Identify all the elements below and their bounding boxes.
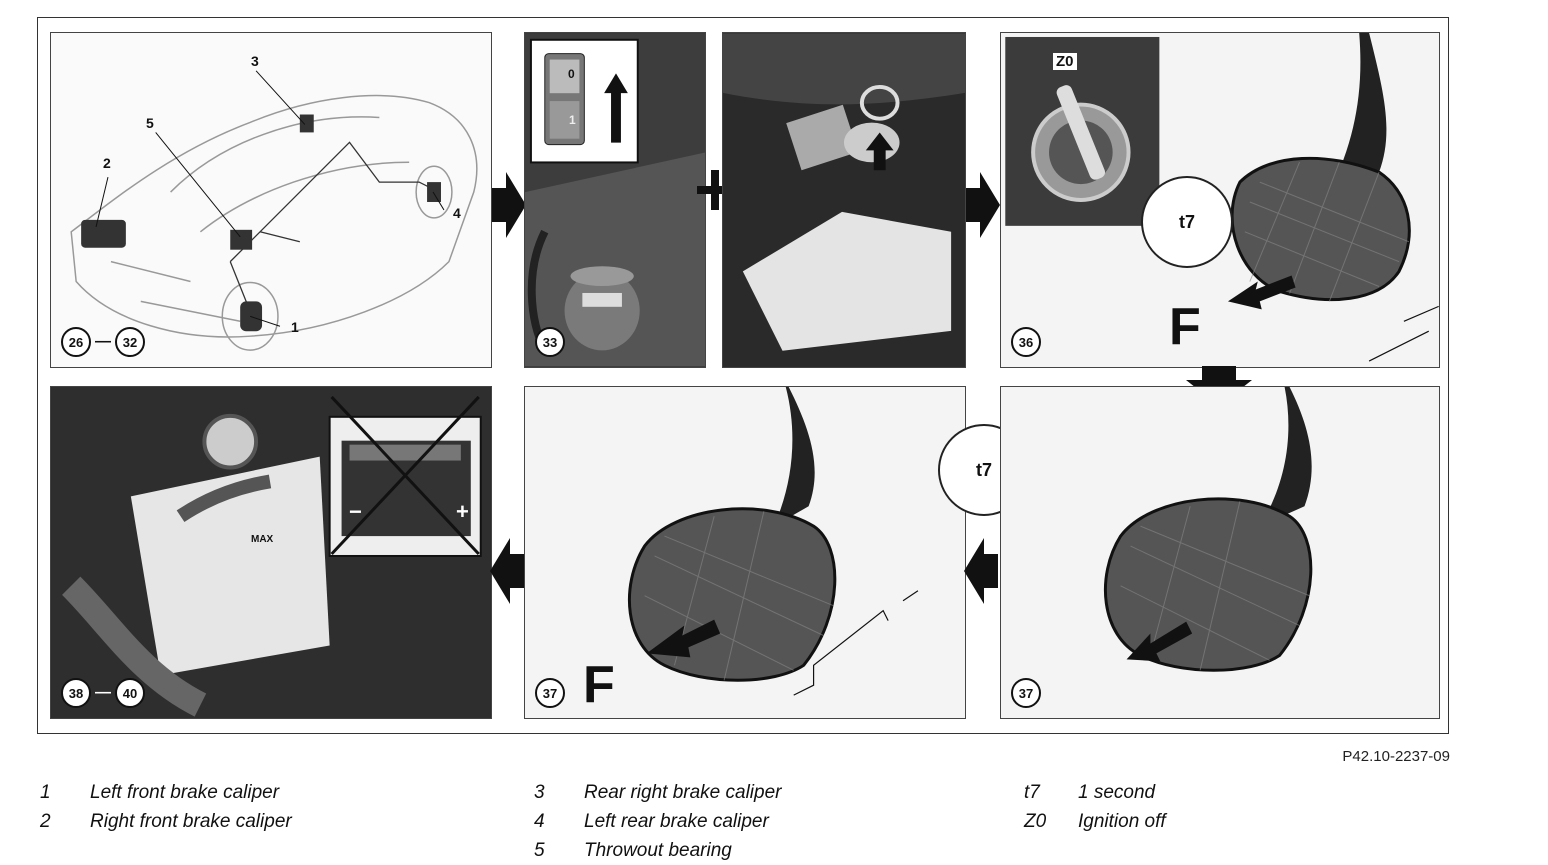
legend-key: 2 bbox=[40, 810, 51, 832]
right-arrow-icon bbox=[492, 172, 526, 238]
left-arrow-icon bbox=[964, 538, 998, 604]
legend-text: Ignition off bbox=[1078, 810, 1166, 832]
engine-bay-photo bbox=[51, 387, 491, 718]
pedal-pressed-drawing bbox=[627, 387, 919, 696]
legend-column-2: 3 Rear right brake caliper 4 Left rear bra… bbox=[534, 778, 781, 865]
legend-key: 1 bbox=[40, 781, 51, 803]
legend-key: 5 bbox=[534, 839, 545, 861]
force-label: F bbox=[583, 656, 615, 714]
figure-reference: P42.10-2237-09 bbox=[1342, 748, 1450, 765]
legend-item: 2 Right front brake caliper bbox=[40, 807, 292, 836]
force-label: F bbox=[1169, 298, 1201, 356]
legend-text: Throwout bearing bbox=[584, 839, 732, 861]
callout-3: 3 bbox=[251, 53, 259, 69]
legend-item: 4 Left rear brake caliper bbox=[534, 807, 781, 836]
step-number: 33 bbox=[535, 327, 565, 357]
legend-text: Right front brake caliper bbox=[90, 810, 292, 832]
legend-text: Left front brake caliper bbox=[90, 781, 280, 803]
switch-label-1: 1 bbox=[569, 113, 576, 127]
step-number: 37 bbox=[1011, 678, 1041, 708]
step-indicator: 37 bbox=[535, 678, 565, 708]
panel-reservoir-photo bbox=[722, 32, 966, 368]
panel-switch-equipment: 0 1 33 bbox=[524, 32, 706, 368]
callout-1: 1 bbox=[291, 319, 299, 335]
plus-icon bbox=[697, 170, 733, 210]
step-indicator: 33 bbox=[535, 327, 565, 357]
step-indicator: 36 bbox=[1011, 327, 1041, 357]
legend-column-1: 1 Left front brake caliper 2 Right front b… bbox=[40, 778, 292, 836]
callout-5: 5 bbox=[146, 115, 154, 131]
panel-pedal-released: 37 bbox=[1000, 386, 1440, 719]
left-arrow-icon bbox=[490, 538, 524, 604]
diagram-frame bbox=[37, 17, 1449, 734]
legend-key: 3 bbox=[534, 781, 545, 803]
legend-text: Left rear brake caliper bbox=[584, 810, 769, 832]
step-number: 37 bbox=[535, 678, 565, 708]
legend-text: Rear right brake caliper bbox=[584, 781, 782, 803]
pedal-drawing bbox=[1005, 33, 1439, 362]
battery-plus-label: + bbox=[456, 499, 469, 524]
step-indicator: 38 — 40 bbox=[61, 678, 145, 708]
legend-item: 1 Left front brake caliper bbox=[40, 778, 292, 807]
battery-minus-label: − bbox=[349, 499, 362, 524]
timer-label: t7 bbox=[975, 459, 992, 480]
panel-pedal-pressed: F 37 bbox=[524, 386, 966, 719]
legend-key: 4 bbox=[534, 810, 545, 832]
right-arrow-icon bbox=[966, 172, 1000, 238]
callout-2: 2 bbox=[103, 155, 111, 171]
step-number: 26 bbox=[61, 327, 91, 357]
step-dash: — bbox=[95, 684, 111, 701]
pedal-released-drawing bbox=[1103, 387, 1313, 672]
ignition-label: Z0 bbox=[1053, 53, 1077, 70]
legend-key: t7 bbox=[1024, 781, 1040, 803]
switch-label-0: 0 bbox=[568, 67, 575, 81]
reservoir-photo bbox=[723, 33, 965, 367]
step-number: 38 bbox=[61, 678, 91, 708]
legend-column-3: t7 1 second Z0 Ignition off bbox=[1024, 778, 1166, 836]
step-indicator: 26 — 32 bbox=[61, 327, 145, 357]
step-indicator: 37 bbox=[1011, 678, 1041, 708]
step-number: 36 bbox=[1011, 327, 1041, 357]
legend-item: 5 Throwout bearing bbox=[534, 836, 781, 865]
timer-icon: t7 bbox=[1141, 176, 1233, 268]
legend-item: 3 Rear right brake caliper bbox=[534, 778, 781, 807]
callout-4: 4 bbox=[453, 205, 461, 221]
step-dash: — bbox=[95, 333, 111, 350]
panel-battery-disconnect: MAX − + 38 — 40 bbox=[50, 386, 492, 719]
legend-text: 1 second bbox=[1078, 781, 1156, 803]
panel-ignition-pedal: Z0 t7 F 36 bbox=[1000, 32, 1440, 368]
legend-item: Z0 Ignition off bbox=[1024, 807, 1166, 836]
step-number: 32 bbox=[115, 327, 145, 357]
reservoir-max-mark: MAX bbox=[251, 534, 274, 545]
step-number: 40 bbox=[115, 678, 145, 708]
legend-key: Z0 bbox=[1024, 810, 1047, 832]
equipment-photo bbox=[525, 33, 705, 367]
vehicle-drawing bbox=[70, 70, 478, 351]
timer-label: t7 bbox=[1178, 211, 1195, 232]
panel-vehicle-overview: 1 2 3 4 5 26 — 32 bbox=[50, 32, 492, 368]
legend-item: t7 1 second bbox=[1024, 778, 1166, 807]
